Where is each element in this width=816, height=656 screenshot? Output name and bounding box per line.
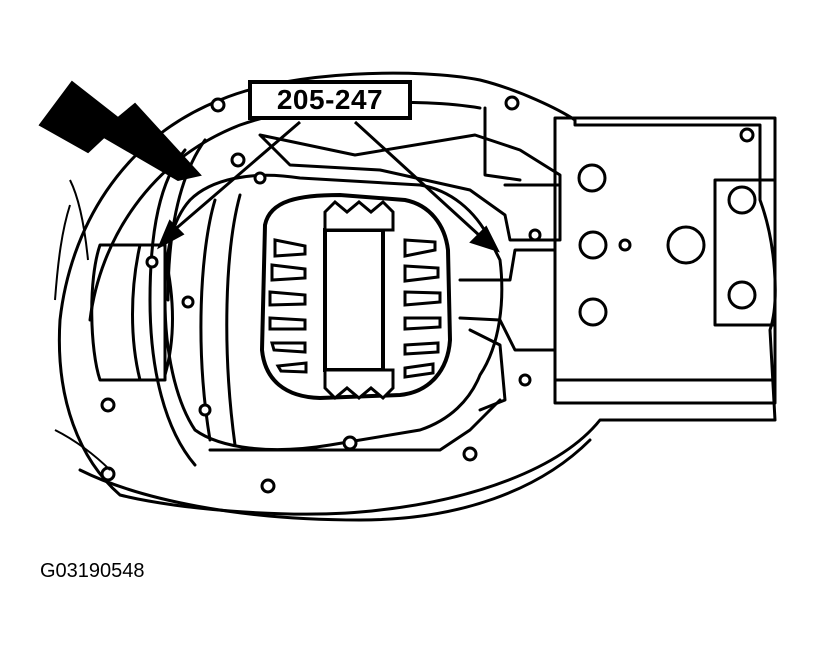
bolt-holes (100, 95, 757, 494)
indicator-arrow (38, 80, 202, 182)
tool-number-label: 205-247 (248, 80, 412, 120)
cover-plate (553, 116, 777, 405)
ring-gear-window (259, 192, 453, 401)
side-bearing (90, 243, 167, 382)
figure-id: G03190548 (40, 560, 145, 582)
pinion-shaft (458, 248, 557, 352)
bracket-plate (713, 178, 777, 327)
callout-leaders (156, 120, 500, 253)
